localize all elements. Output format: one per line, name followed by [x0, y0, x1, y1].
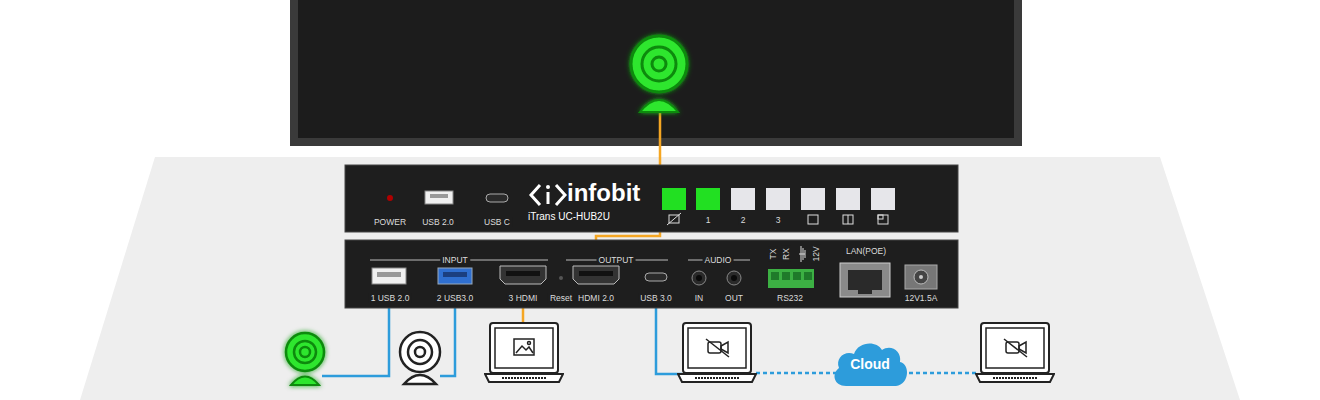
panel-label: POWER	[372, 217, 408, 227]
laptop	[485, 323, 563, 382]
button-number: 2	[739, 215, 748, 225]
ground-symbol	[799, 246, 805, 262]
camera-off-icon	[1004, 339, 1027, 357]
pin-name: RX	[781, 246, 791, 262]
button-number: 1	[704, 215, 713, 225]
laptop	[678, 323, 756, 382]
front-panel	[345, 165, 958, 232]
camera-off-icon	[706, 339, 729, 357]
rs232-terminal	[768, 269, 814, 288]
port-label: 1 USB 2.0	[369, 293, 412, 303]
wires	[322, 110, 978, 376]
section-label: INPUT	[440, 255, 470, 265]
dc-jack	[905, 265, 937, 289]
webcam-icon	[286, 333, 324, 385]
port-label: USB 2.0	[420, 217, 456, 227]
port-label: LAN(POE)	[844, 246, 888, 256]
floor	[80, 157, 1240, 400]
usb2-port	[372, 268, 406, 284]
pin-name: TX	[768, 247, 778, 262]
display-screen	[298, 0, 1014, 138]
port-label: Reset	[548, 293, 574, 303]
section-rules	[370, 260, 750, 261]
hdmi-out-port	[573, 266, 619, 284]
display-frame	[290, 0, 1022, 146]
port-label: 3 HDMI	[507, 293, 540, 303]
laptop	[976, 323, 1054, 382]
power-led	[387, 195, 393, 201]
usbc-port	[645, 273, 667, 281]
port-label: OUT	[723, 293, 745, 303]
node-subtitle: iTrans UC-HUB2U	[528, 211, 610, 222]
pin-name: 12V	[811, 244, 821, 263]
reset-hole	[559, 276, 563, 280]
audio-jack	[727, 271, 741, 285]
node-title: infobit	[567, 180, 640, 206]
port-label: USB 3.0	[638, 293, 674, 303]
logo-symbol	[531, 185, 565, 205]
usbc-port	[486, 194, 508, 202]
port-label: 12V1.5A	[903, 293, 940, 303]
section-label: AUDIO	[703, 255, 734, 265]
webcam-icon	[631, 36, 687, 112]
usb3-port	[438, 268, 472, 284]
port-label: 2 USB3.0	[435, 293, 475, 303]
cloud-shape: Cloud	[830, 336, 910, 390]
port-label: HDMI 2.0	[576, 293, 616, 303]
button-icons	[667, 213, 888, 225]
port-label: IN	[693, 293, 706, 303]
usb-port	[425, 191, 453, 204]
section-label: OUTPUT	[597, 255, 636, 265]
port-label: RS232	[775, 293, 805, 303]
button-number: 3	[774, 215, 783, 225]
port-label: USB C	[482, 217, 512, 227]
node-title: Cloud	[850, 357, 890, 372]
webcam-icon	[400, 332, 440, 384]
audio-jack	[692, 271, 706, 285]
lan-jack	[840, 263, 890, 297]
picture-icon	[514, 339, 534, 355]
hdmi-in-port	[500, 266, 546, 284]
back-panel	[345, 240, 958, 308]
buttons	[662, 188, 895, 210]
